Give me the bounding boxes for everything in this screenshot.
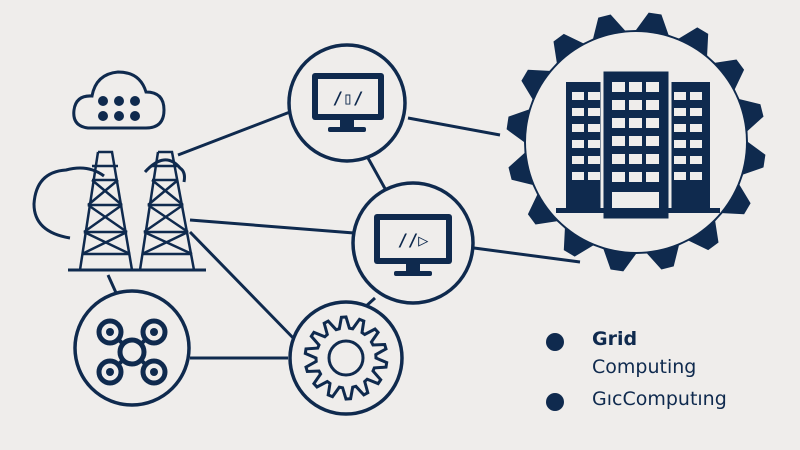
large-cloud-outline [32,166,105,240]
gear-node [288,300,404,416]
monitor-center-screen-text: //▷ [398,231,429,251]
monitor-icon [374,214,452,276]
tower-right [138,150,196,271]
tower-left [78,150,134,271]
legend-sub-row: Computing [540,356,790,386]
legend-item: GıcComputıng [540,386,790,416]
network-hub-icon [96,318,168,386]
gear-icon [303,315,389,401]
connection-lines [106,110,581,360]
legend-bullet [546,333,564,351]
buildings-icon [556,68,720,222]
legend-label: GıcComputıng [592,388,727,410]
monitor-icon [312,73,384,132]
legend-bullet [546,393,564,411]
monitor-center-node: //▷ [351,181,475,305]
legend-item: Grid [540,326,790,356]
legend-sublabel: Computing [592,356,697,378]
legend: Grid Computing GıcComputıng [540,326,790,416]
monitor-top-screen-text: /▯/ [333,89,364,109]
legend-label: Grid [592,328,638,350]
data-center-node [506,12,766,272]
small-cloud-icon [72,70,166,130]
cloud-power-towers-icon [32,70,206,272]
network-hub-node [73,289,191,407]
gear-center-ring [327,339,365,377]
monitor-top-node: /▯/ [287,43,407,163]
